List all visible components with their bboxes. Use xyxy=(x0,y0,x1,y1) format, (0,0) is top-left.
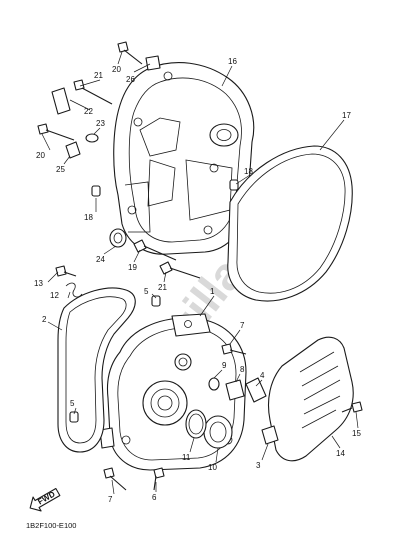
callout-26: 26 xyxy=(126,75,135,84)
callout-25: 25 xyxy=(56,165,65,174)
callout-16: 16 xyxy=(228,57,237,66)
callout-13: 13 xyxy=(34,279,43,288)
callout-2: 2 xyxy=(42,315,47,324)
crankcase-cover-upper xyxy=(113,62,255,255)
callout-11: 11 xyxy=(182,453,191,462)
fwd-arrow: FWD xyxy=(29,487,61,512)
bolts xyxy=(37,41,363,491)
callout-21: 21 xyxy=(158,283,167,292)
callout-15: 15 xyxy=(352,429,361,438)
callout-5: 5 xyxy=(70,399,75,408)
callout-7: 7 xyxy=(108,495,113,504)
callout-20: 20 xyxy=(112,65,121,74)
small-parts xyxy=(51,55,279,449)
callout-6: 6 xyxy=(152,493,157,502)
callout-4: 4 xyxy=(260,371,265,380)
callout-5: 5 xyxy=(144,287,149,296)
gasket-upper xyxy=(227,145,353,302)
callout-19: 19 xyxy=(128,263,137,272)
callout-21: 21 xyxy=(94,71,103,80)
callout-24: 24 xyxy=(96,255,105,264)
callouts: 16 17 18 18 19 20 20 21 21 22 23 24 25 2… xyxy=(34,57,361,504)
callout-14: 14 xyxy=(336,449,345,458)
callout-1: 1 xyxy=(210,287,215,296)
callout-18: 18 xyxy=(84,213,93,222)
callout-3: 3 xyxy=(256,461,261,470)
callout-7: 7 xyxy=(240,321,245,330)
callout-10: 10 xyxy=(208,463,217,472)
callout-17: 17 xyxy=(342,111,351,120)
diagram-code: 1B2F100-E100 xyxy=(26,521,76,530)
callout-9: 9 xyxy=(222,361,227,370)
leader-lines xyxy=(41,51,359,495)
gasket-lower xyxy=(57,287,136,453)
callout-20: 20 xyxy=(36,151,45,160)
callout-12: 12 xyxy=(50,291,59,300)
callout-8: 8 xyxy=(240,365,245,374)
callout-18: 18 xyxy=(244,167,253,176)
callout-23: 23 xyxy=(96,119,105,128)
side-cover-plate xyxy=(267,336,354,462)
callout-22: 22 xyxy=(84,107,93,116)
